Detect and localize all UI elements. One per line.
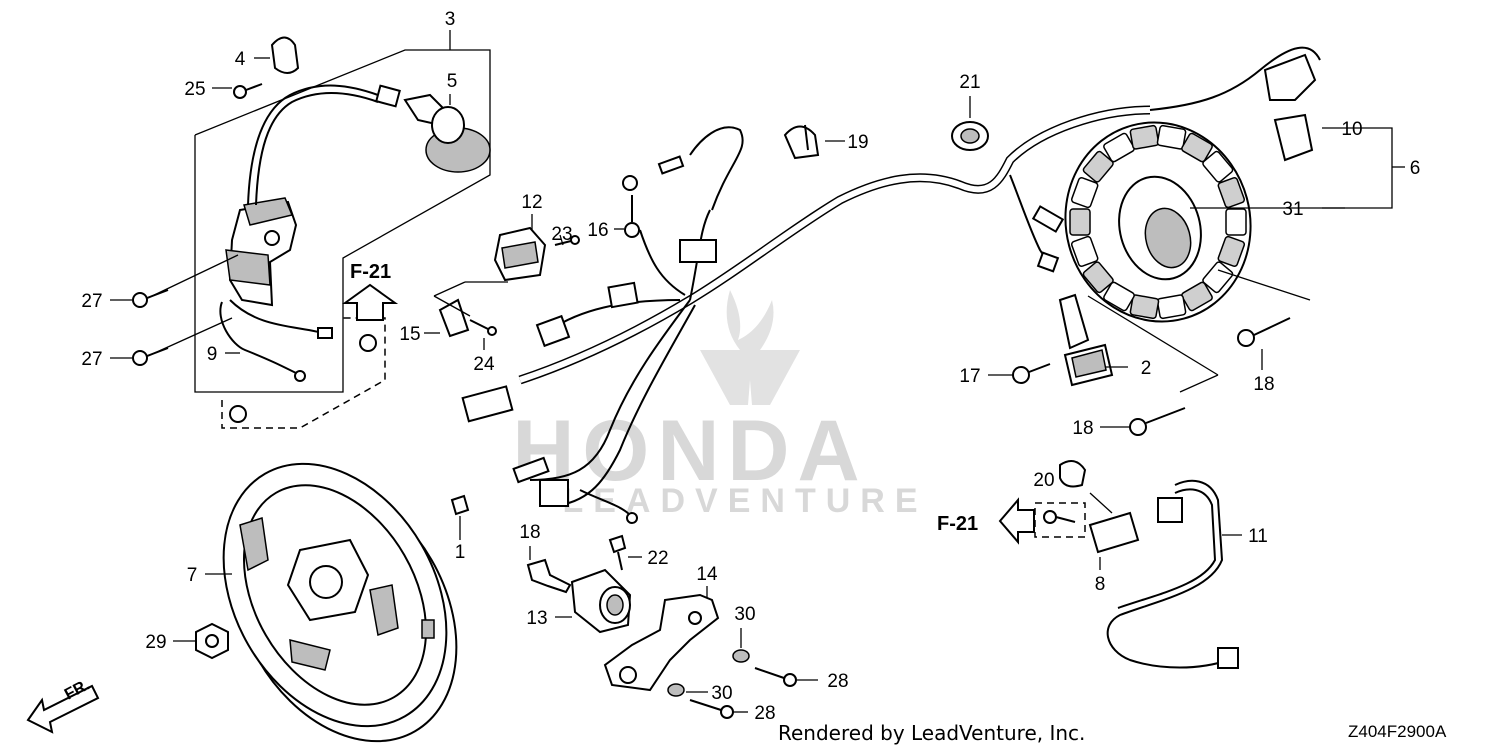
callout-8: 8 — [1095, 574, 1106, 595]
callout-1: 1 — [455, 542, 466, 563]
stator-tooth — [1129, 294, 1160, 320]
callout-25: 24 — [473, 354, 495, 375]
stator-tooth — [1181, 132, 1213, 163]
stator-tooth — [1156, 294, 1187, 320]
stator-tooth — [1156, 124, 1187, 150]
stator-tooth — [1225, 208, 1247, 236]
callout-24: 23 — [551, 224, 572, 245]
callout-9: 9 — [207, 344, 218, 365]
brand-watermark-text: HONDA — [512, 403, 867, 499]
stator-tooth — [1202, 150, 1234, 183]
leader-lines — [110, 57, 1345, 713]
callout-27a: 27 — [81, 291, 102, 312]
regulator-parts — [433, 121, 989, 338]
callout-10: 10 — [1341, 119, 1362, 140]
callout-19: 18 — [519, 522, 540, 543]
pulser-parts — [526, 534, 797, 719]
honda-watermark: HONDA LEADVENTURE — [512, 290, 927, 520]
callout-4: 4 — [235, 49, 246, 70]
wire-harness — [461, 46, 1321, 524]
callout-labels: 3 4 25 5 27 27 9 7 29 1 12 23 15 24 16 1… — [81, 9, 1420, 724]
frame-ref-right: F-21 — [937, 513, 978, 535]
callout-20: 19 — [847, 132, 868, 153]
callout-5: 5 — [447, 71, 458, 92]
stator-tooth — [1181, 281, 1213, 312]
callout-22: 21 — [959, 72, 980, 93]
callout-18b: 18 — [1072, 418, 1093, 439]
stator — [1012, 53, 1405, 436]
callout-16: 16 — [587, 220, 608, 241]
callout-27b: 27 — [81, 349, 102, 370]
callout-28b: 28 — [754, 703, 775, 724]
callout-18a: 18 — [1253, 374, 1274, 395]
stator-tooth — [1202, 261, 1234, 294]
callout-11: 11 — [1248, 526, 1268, 547]
callout-17: 17 — [959, 366, 980, 387]
callout-21: 20 — [1033, 470, 1054, 491]
stator-tooth — [1069, 208, 1091, 236]
callout-14: 14 — [696, 564, 718, 585]
lower-right-parts — [1034, 460, 1239, 669]
dealer-watermark-text: LEADVENTURE — [562, 482, 927, 520]
stator-tooth — [1082, 261, 1114, 294]
frame-reference-arrows: F-21 F-21 — [341, 261, 1035, 545]
callout-30a: 30 — [734, 604, 755, 625]
frame-ref-top: F-21 — [350, 261, 391, 283]
callout-15: 15 — [399, 324, 420, 345]
callout-30b: 30 — [711, 683, 732, 704]
credit-text: Rendered by LeadVenture, Inc. — [778, 721, 1085, 745]
callout-7: 7 — [187, 565, 198, 586]
stator-tooth — [1103, 132, 1135, 163]
callout-2: 2 — [1141, 358, 1152, 379]
callout-6: 6 — [1410, 158, 1421, 179]
ignition-coil-assembly — [132, 30, 491, 429]
callout-12: 12 — [521, 192, 542, 213]
callout-23: 22 — [647, 548, 668, 569]
front-indicator: FR. — [26, 676, 100, 734]
callout-28a: 28 — [827, 671, 848, 692]
stator-tooth — [1217, 235, 1246, 267]
stator-tooth — [1103, 281, 1135, 312]
callout-29: 29 — [145, 632, 166, 653]
figure-code: Z404F2900A — [1348, 722, 1447, 741]
stator-tooth — [1070, 177, 1099, 209]
callout-3: 3 — [445, 9, 456, 30]
callout-13: 13 — [526, 608, 547, 629]
callout-31: 31 — [1282, 199, 1303, 220]
stator-tooth — [1070, 235, 1099, 267]
stator-tooth — [1129, 124, 1160, 150]
stator-tooth — [1082, 150, 1114, 183]
flywheel — [195, 462, 470, 743]
callout-26: 25 — [184, 79, 205, 100]
stator-tooth — [1217, 177, 1246, 209]
